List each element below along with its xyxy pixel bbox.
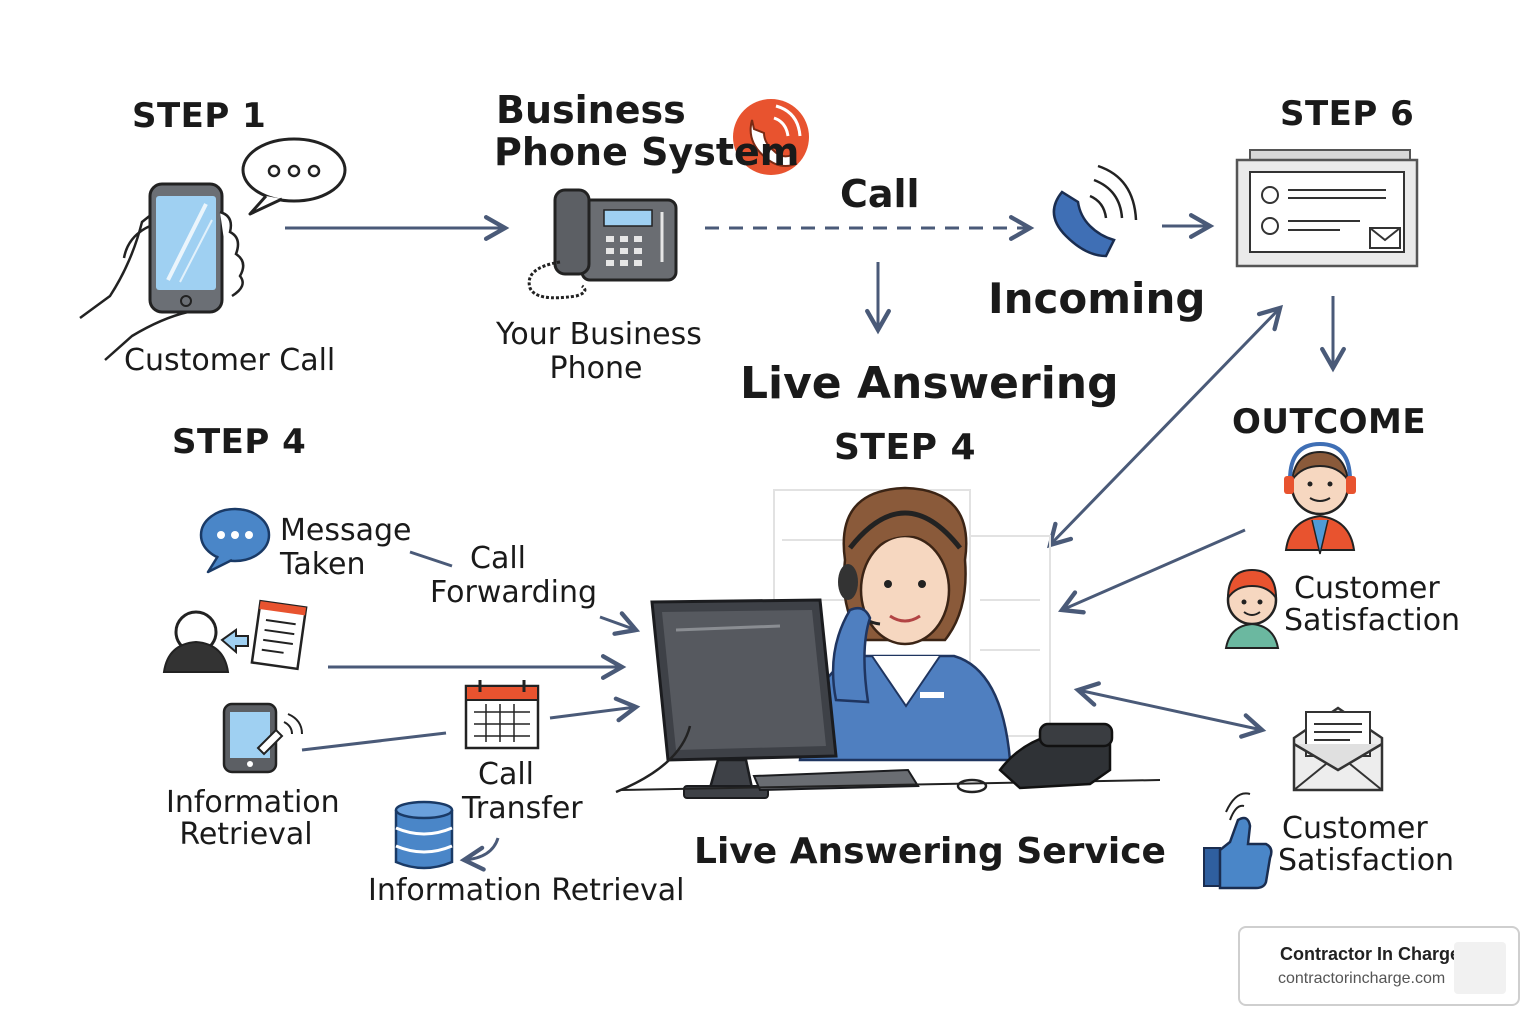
- arrow-curved-transfer: [459, 837, 500, 872]
- tablet-icon: [222, 702, 303, 774]
- source-credit-card[interactable]: Contractor In Charge contractorincharge.…: [1238, 926, 1520, 1006]
- information-retrieval-left-line2: Retrieval: [179, 817, 313, 852]
- customer-satisfaction-1-line2: Satisfaction: [1284, 603, 1461, 638]
- database-icon: [394, 800, 454, 870]
- calendar-icon: [464, 680, 540, 750]
- credit-thumbnail: [1454, 942, 1506, 994]
- customer-call-label: Customer Call: [124, 343, 336, 378]
- headset-person-icon: [1284, 441, 1356, 555]
- speech-bubble-icon: [241, 137, 347, 216]
- arrow-agent-step6-double: [1046, 304, 1284, 549]
- information-retrieval-bottom-label: Information Retrieval: [368, 873, 685, 908]
- credit-url[interactable]: contractorincharge.com: [1278, 970, 1446, 987]
- message-taken-line2: Taken: [280, 547, 366, 582]
- your-business-phone-line1: Your Business: [496, 317, 702, 352]
- arrow-calendar-to-agent: [549, 696, 641, 723]
- credit-name: Contractor In Charge: [1280, 944, 1461, 964]
- thumbs-up-icon: [1203, 792, 1273, 890]
- monitor-icon: [615, 598, 1161, 799]
- live-answering-label: Live Answering: [740, 358, 1119, 409]
- arrows: [285, 213, 1346, 872]
- smartphone-icon: [79, 182, 245, 361]
- message-taken-line1: Message: [280, 513, 412, 548]
- business-phone-system-line2: Phone System: [494, 130, 800, 174]
- outcome-label: OUTCOME: [1232, 402, 1427, 442]
- customer-face-icon: [1224, 568, 1280, 649]
- business-phone-system-line1: Business: [496, 88, 686, 132]
- incoming-call-icon: [1052, 164, 1138, 258]
- chat-bubble-icon: [199, 507, 271, 574]
- call-transfer-line2: Transfer: [462, 791, 583, 826]
- person-document-icon: [162, 599, 308, 673]
- customer-satisfaction-2-line1: Customer: [1282, 811, 1428, 846]
- live-answering-service-label: Live Answering Service: [694, 831, 1166, 872]
- call-label: Call: [840, 172, 920, 216]
- arrow-agent-envelope-double: [1073, 681, 1267, 739]
- call-forwarding-line2: Forwarding: [430, 575, 598, 610]
- notification-panel-icon: [1235, 149, 1419, 268]
- step1-label: STEP 1: [132, 96, 267, 136]
- incoming-label: Incoming: [988, 274, 1206, 323]
- customer-satisfaction-2-line2: Satisfaction: [1278, 843, 1455, 878]
- step4-center-label: STEP 4: [834, 427, 977, 468]
- arrow-outcome-to-agent: [1058, 528, 1246, 615]
- information-retrieval-left-line1: Information: [166, 785, 340, 820]
- phone-ring-icon: [733, 99, 809, 175]
- arrow-tablet-to-calendar: [301, 731, 447, 752]
- arrow-message-to-forwarding: [409, 550, 453, 568]
- desk-phone-icon: [527, 188, 678, 300]
- step6-label: STEP 6: [1280, 94, 1415, 134]
- call-forwarding-line1: Call: [470, 541, 527, 576]
- envelope-icon: [1292, 706, 1384, 792]
- agent-icon: [798, 486, 1012, 762]
- step4-left-label: STEP 4: [172, 422, 307, 462]
- call-transfer-line1: Call: [478, 757, 535, 792]
- office-phone-icon: [956, 722, 1114, 794]
- your-business-phone-line2: Phone: [549, 351, 643, 386]
- customer-satisfaction-1-line1: Customer: [1294, 571, 1440, 606]
- arrow-forwarding-to-agent: [599, 611, 641, 636]
